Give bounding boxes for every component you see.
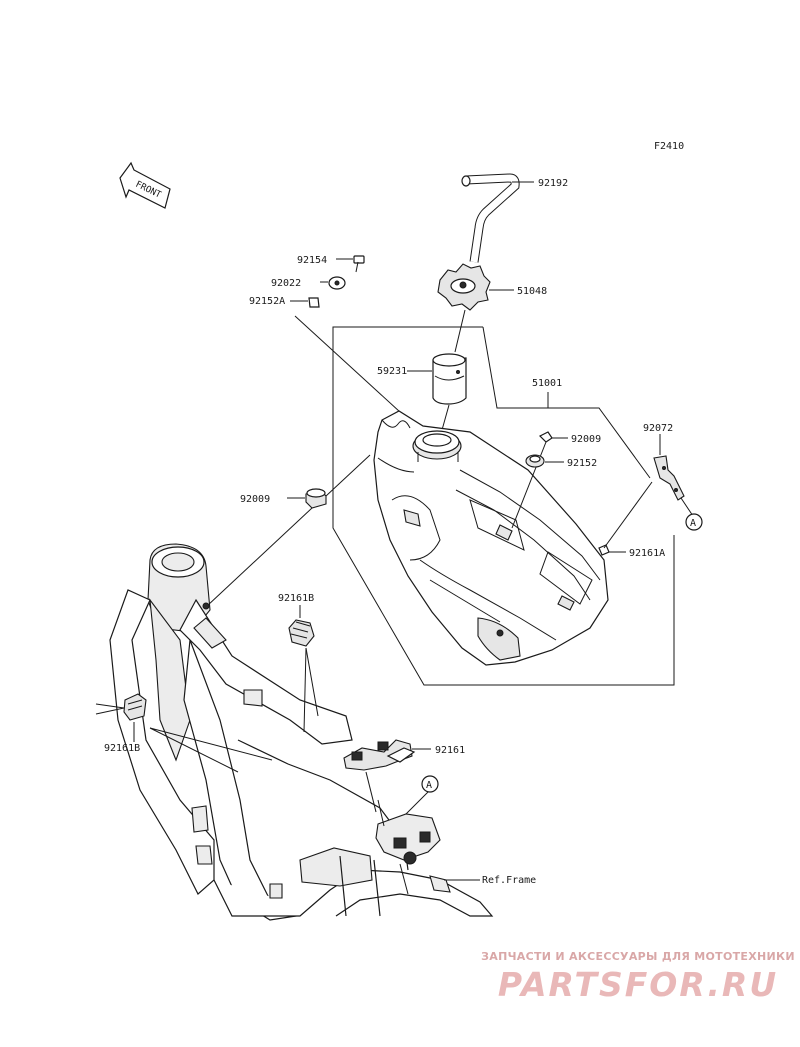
bolt-92009-lower (598, 481, 653, 556)
callout-92161B-top: 92161B (278, 593, 314, 604)
bolt-92009-top (538, 431, 568, 443)
fuel-tank (373, 410, 609, 666)
svg-text:A: A (690, 518, 696, 529)
mount-92161 (343, 739, 431, 813)
ref-frame-label: Ref.Frame (482, 875, 536, 886)
callout-59231: 59231 (377, 366, 407, 377)
callout-92154: 92154 (297, 255, 327, 266)
bolt-92154 (336, 255, 365, 273)
damper-92161B-left (95, 693, 273, 773)
leader-92152A (294, 315, 401, 413)
marker-a-2: A (405, 775, 439, 815)
callout-92009-lower: 92161A (629, 548, 665, 559)
damper-92161B-top (288, 605, 319, 733)
callout-92161B-left: 92161B (104, 743, 140, 754)
leader-filter (441, 404, 450, 431)
frame (109, 543, 494, 921)
fuel-cap (437, 263, 514, 311)
svg-text:A: A (426, 780, 432, 791)
collar-92152A (290, 297, 320, 308)
callout-92161: 92161 (435, 745, 465, 756)
watermark-logo: PARTSFOR.RU (497, 965, 779, 1004)
strap-92072 (653, 434, 694, 517)
callout-92161A: 92009 (240, 494, 270, 505)
fuel-filter (407, 353, 467, 405)
assembly-frame-line-2 (482, 326, 651, 479)
front-arrow-icon: FRONT (119, 161, 171, 209)
leader-92161A-top (325, 454, 371, 497)
diagram-code: F2410 (654, 141, 684, 152)
callout-92192: 92192 (538, 178, 568, 189)
callout-51001: 51001 (532, 378, 562, 389)
callout-92009-top: 92009 (571, 434, 601, 445)
callout-92022: 92022 (271, 278, 301, 289)
washer-92022 (320, 276, 346, 290)
callout-92152A: 92152A (249, 296, 285, 307)
leader-92161A-bot (206, 507, 313, 607)
callout-92152: 92152 (567, 458, 597, 469)
marker-a-1: A (685, 513, 703, 531)
assembly-frame-line (332, 326, 675, 686)
callout-51048: 51048 (517, 286, 547, 297)
collar-92152 (525, 454, 564, 468)
callout-92072: 92072 (643, 423, 673, 434)
damper-92161A (287, 488, 327, 509)
leader-cap (454, 309, 466, 353)
breather-hose (461, 173, 534, 263)
watermark-tagline: ЗАПЧАСТИ И АКСЕССУАРЫ ДЛЯ МОТОТЕХНИКИ (481, 950, 795, 963)
watermark: ЗАПЧАСТИ И АКСЕССУАРЫ ДЛЯ МОТОТЕХНИКИ PA… (478, 950, 798, 1004)
